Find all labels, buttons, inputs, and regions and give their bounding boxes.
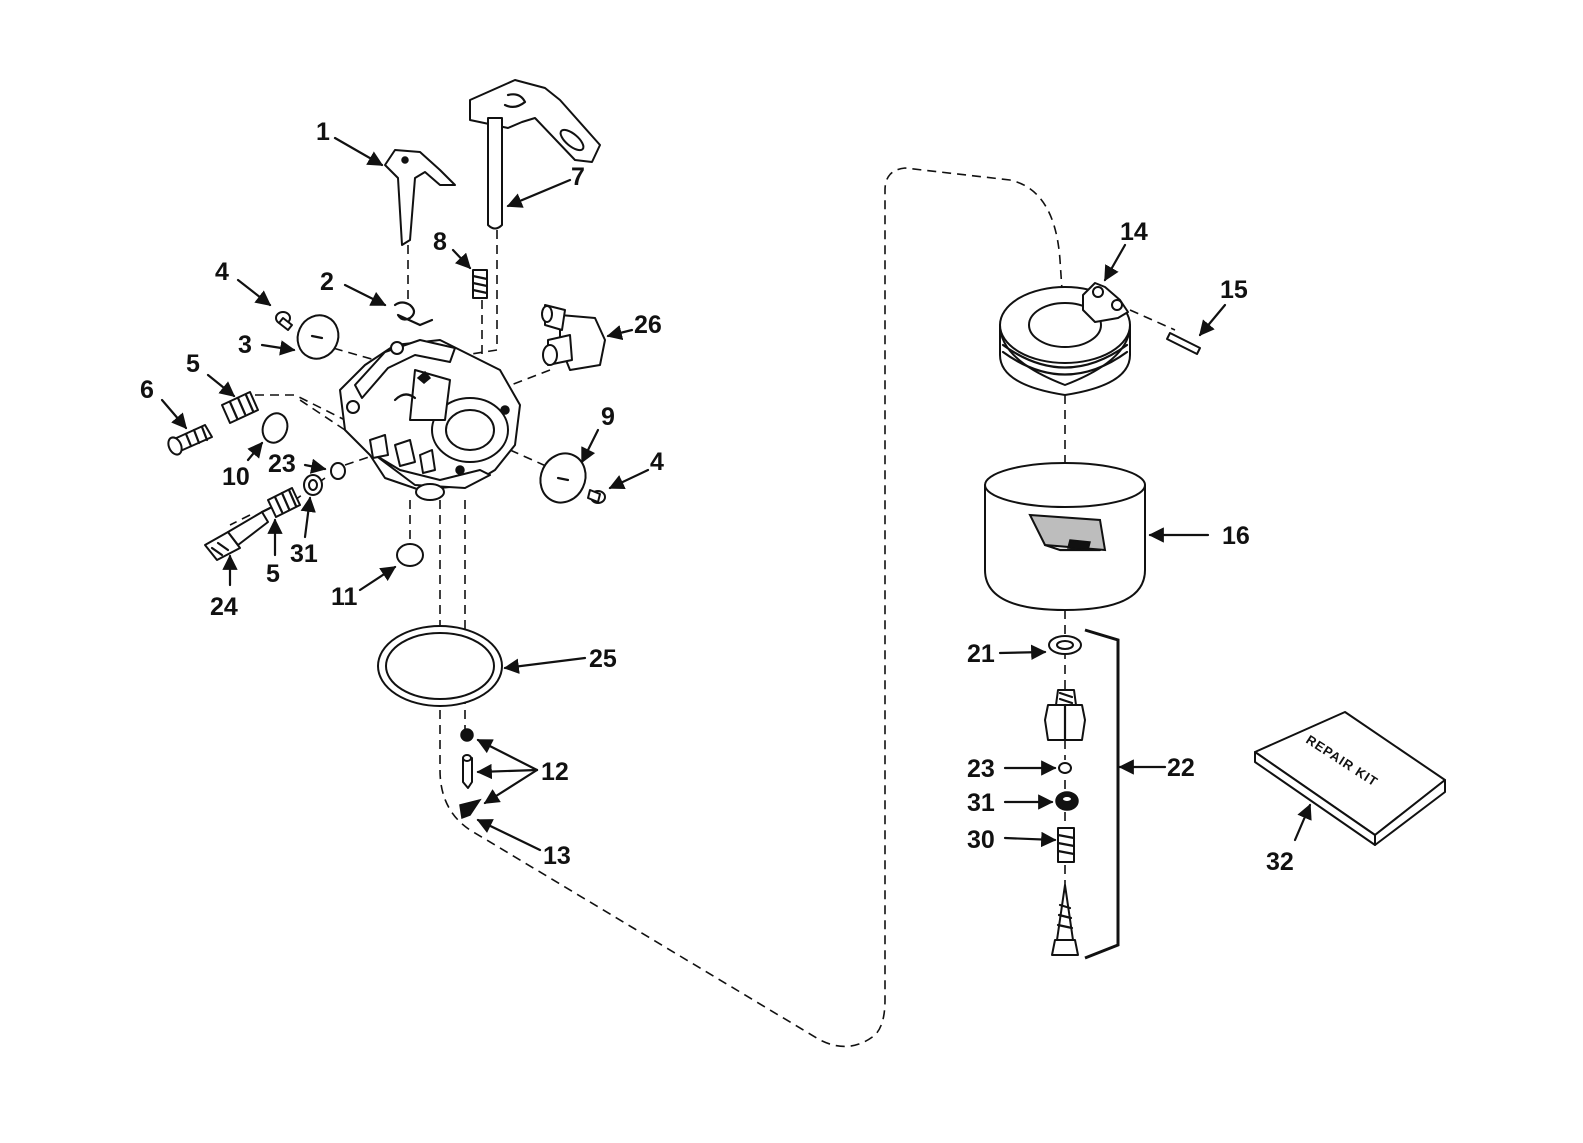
label-part-16: 16 bbox=[1222, 522, 1250, 550]
leader-arrows bbox=[160, 136, 1312, 852]
label-part-11: 11 bbox=[331, 583, 358, 611]
part-5-spring-upper bbox=[221, 391, 259, 424]
label-part-4-upper: 4 bbox=[215, 258, 229, 286]
label-part-12: 12 bbox=[541, 758, 569, 786]
label-part-26: 26 bbox=[634, 311, 662, 339]
carburetor-body bbox=[339, 339, 521, 501]
label-part-10: 10 bbox=[222, 463, 250, 491]
part-32-repair-kit: REPAIR KIT bbox=[1254, 711, 1446, 846]
part-24-needle bbox=[204, 506, 272, 561]
label-part-13: 13 bbox=[543, 842, 571, 870]
part-30-spring bbox=[1056, 827, 1076, 863]
part-16-float-bowl bbox=[984, 462, 1146, 611]
part-7-throttle-shaft bbox=[469, 79, 601, 230]
part-26-fuel-fitting bbox=[541, 304, 606, 371]
part-labels: 1 2 3 4 5 6 7 8 9 10 23 5 31 24 11 4 26 … bbox=[140, 118, 1294, 876]
part-23-washer-right bbox=[1058, 762, 1072, 774]
part-11-disc bbox=[396, 543, 424, 567]
part-8-spring bbox=[471, 269, 489, 299]
part-2-spring bbox=[393, 301, 434, 327]
label-part-1: 1 bbox=[316, 118, 330, 146]
part-14-float bbox=[999, 282, 1131, 396]
label-part-31-right: 31 bbox=[967, 789, 995, 817]
part-1-choke-lever bbox=[384, 149, 456, 246]
part-25-bowl-gasket bbox=[377, 625, 503, 707]
part-5-spring-lower bbox=[267, 487, 301, 518]
label-part-14: 14 bbox=[1120, 218, 1148, 246]
assembly-dashed-lines bbox=[229, 167, 1176, 1048]
label-part-15: 15 bbox=[1220, 276, 1248, 304]
part-10-o-ring bbox=[261, 412, 289, 444]
label-part-4-lower: 4 bbox=[650, 448, 664, 476]
part-22-bracket bbox=[1084, 628, 1120, 960]
label-part-3: 3 bbox=[238, 331, 252, 359]
label-part-24: 24 bbox=[210, 593, 238, 621]
part-15-float-pin bbox=[1166, 332, 1201, 355]
part-22-adjusting-needle bbox=[1051, 884, 1079, 956]
part-4-screw-lower bbox=[587, 489, 606, 504]
part-31-nut-left bbox=[303, 474, 323, 496]
part-31-nut-right bbox=[1055, 791, 1079, 811]
label-part-5-upper: 5 bbox=[186, 350, 200, 378]
part-9-throttle-plate bbox=[539, 452, 587, 504]
label-part-32: 32 bbox=[1266, 848, 1294, 876]
label-part-7: 7 bbox=[571, 163, 585, 191]
part-12-inlet-needle bbox=[459, 728, 482, 820]
label-part-9: 9 bbox=[601, 403, 615, 431]
label-part-8: 8 bbox=[433, 228, 447, 256]
label-part-22: 22 bbox=[1167, 754, 1195, 782]
part-23-washer-left bbox=[330, 462, 346, 480]
part-22-bowl-nut bbox=[1044, 689, 1086, 742]
label-part-21: 21 bbox=[967, 640, 995, 668]
part-6-needle-screw bbox=[167, 424, 213, 456]
label-part-30: 30 bbox=[967, 826, 995, 854]
part-3-choke-plate bbox=[296, 314, 340, 360]
part-4-screw-upper bbox=[275, 311, 293, 331]
label-part-23-right: 23 bbox=[967, 755, 995, 783]
label-part-2: 2 bbox=[320, 268, 334, 296]
label-part-5-lower: 5 bbox=[266, 560, 280, 588]
label-part-31-left: 31 bbox=[290, 540, 318, 568]
label-part-25: 25 bbox=[589, 645, 617, 673]
part-21-washer bbox=[1048, 635, 1082, 655]
label-part-23-left: 23 bbox=[268, 450, 296, 478]
label-part-6: 6 bbox=[140, 376, 154, 404]
